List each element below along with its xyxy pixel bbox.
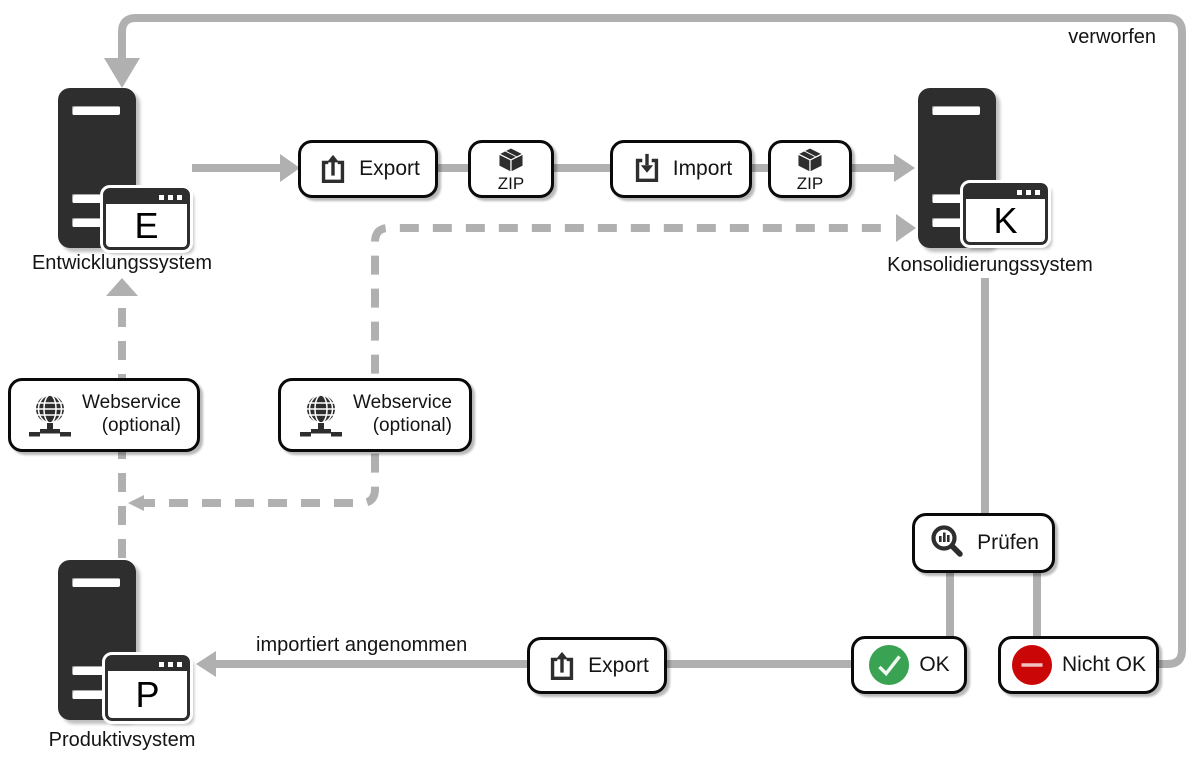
step-export-top: Export [298, 140, 438, 198]
export-icon [321, 154, 345, 183]
minus-circle-icon [1011, 644, 1053, 686]
step-label: Webservice (optional) [353, 392, 452, 436]
step-label: Export [588, 653, 649, 677]
arrowhead-junction-left [128, 495, 144, 511]
drive-slot [72, 106, 120, 115]
step-label: ZIP [796, 174, 824, 193]
window-titlebar [106, 191, 187, 204]
window-body: K [966, 199, 1045, 242]
arrowhead-into-e-top [104, 58, 140, 88]
step-label: Nicht OK [1061, 653, 1147, 676]
step-import-top: Import [610, 140, 752, 198]
window-body: E [106, 204, 187, 247]
system-window-production: P [102, 652, 193, 724]
window-dot-icon [177, 195, 182, 200]
step-webservice-2: Webservice (optional) [278, 378, 472, 452]
edge-label-verworfen: verworfen [1068, 26, 1156, 48]
magnifier-icon [931, 525, 963, 557]
step-ok: OK [851, 636, 967, 694]
step-nicht-ok: Nicht OK [998, 636, 1159, 694]
globe-icon [300, 394, 343, 437]
step-label: Import [672, 157, 733, 180]
server-icon-development [58, 88, 136, 248]
drive-slot [932, 106, 980, 115]
system-window-development: E [100, 185, 193, 253]
drive-slot [72, 578, 120, 587]
system-letter: K [993, 199, 1018, 241]
arrowhead-into-export [280, 154, 300, 182]
label-consolidation-system: Konsolidierungssystem [887, 254, 1093, 276]
step-label: ZIP [497, 174, 525, 193]
step-label: OK [919, 653, 950, 676]
step-zip-1: ZIP [468, 140, 554, 198]
window-titlebar [966, 186, 1045, 199]
arrowhead-into-p-window [196, 651, 216, 677]
drive-slot [932, 218, 976, 227]
arrowhead-into-e-label [106, 278, 138, 296]
window-body: P [108, 671, 187, 718]
edge-webservice-p-to-k [136, 224, 888, 507]
window-titlebar [108, 658, 187, 671]
window-dot-icon [177, 662, 182, 667]
window-dot-icon [159, 195, 164, 200]
drive-slot [72, 666, 116, 675]
window-dot-icon [168, 662, 173, 667]
edge-verworfen-loop [118, 14, 1186, 668]
system-letter: P [135, 673, 160, 715]
edge-label-importiert-angenommen: importiert angenommen [256, 634, 468, 656]
zip-package-icon [797, 147, 823, 173]
window-dot-icon [1017, 190, 1022, 195]
import-icon [635, 153, 658, 183]
system-window-consolidation: K [960, 180, 1051, 248]
window-dot-icon [1026, 190, 1031, 195]
window-dot-icon [159, 662, 164, 667]
drive-slot [72, 218, 116, 227]
arrowhead-into-k-dashed [896, 214, 916, 242]
drive-slot [72, 690, 116, 699]
step-label: Webservice (optional) [82, 392, 181, 436]
step-export-bottom: Export [527, 637, 667, 694]
window-dot-icon [1035, 190, 1040, 195]
zip-package-icon [498, 147, 524, 173]
drive-slot [72, 194, 116, 203]
export-icon [550, 651, 574, 680]
check-circle-icon [869, 644, 910, 686]
label-production-system: Produktivsystem [48, 729, 196, 751]
step-pruefen: Prüfen [912, 513, 1055, 573]
drive-slot [932, 194, 976, 203]
arrowhead-into-k-solid [894, 154, 915, 182]
step-zip-2: ZIP [768, 140, 852, 198]
step-webservice-1: Webservice (optional) [8, 378, 200, 452]
step-label: Export [359, 157, 420, 180]
step-label: Prüfen [977, 531, 1039, 554]
window-dot-icon [168, 195, 173, 200]
globe-icon [29, 394, 72, 437]
label-development-system: Entwicklungssystem [31, 252, 213, 274]
system-letter: E [134, 204, 159, 246]
